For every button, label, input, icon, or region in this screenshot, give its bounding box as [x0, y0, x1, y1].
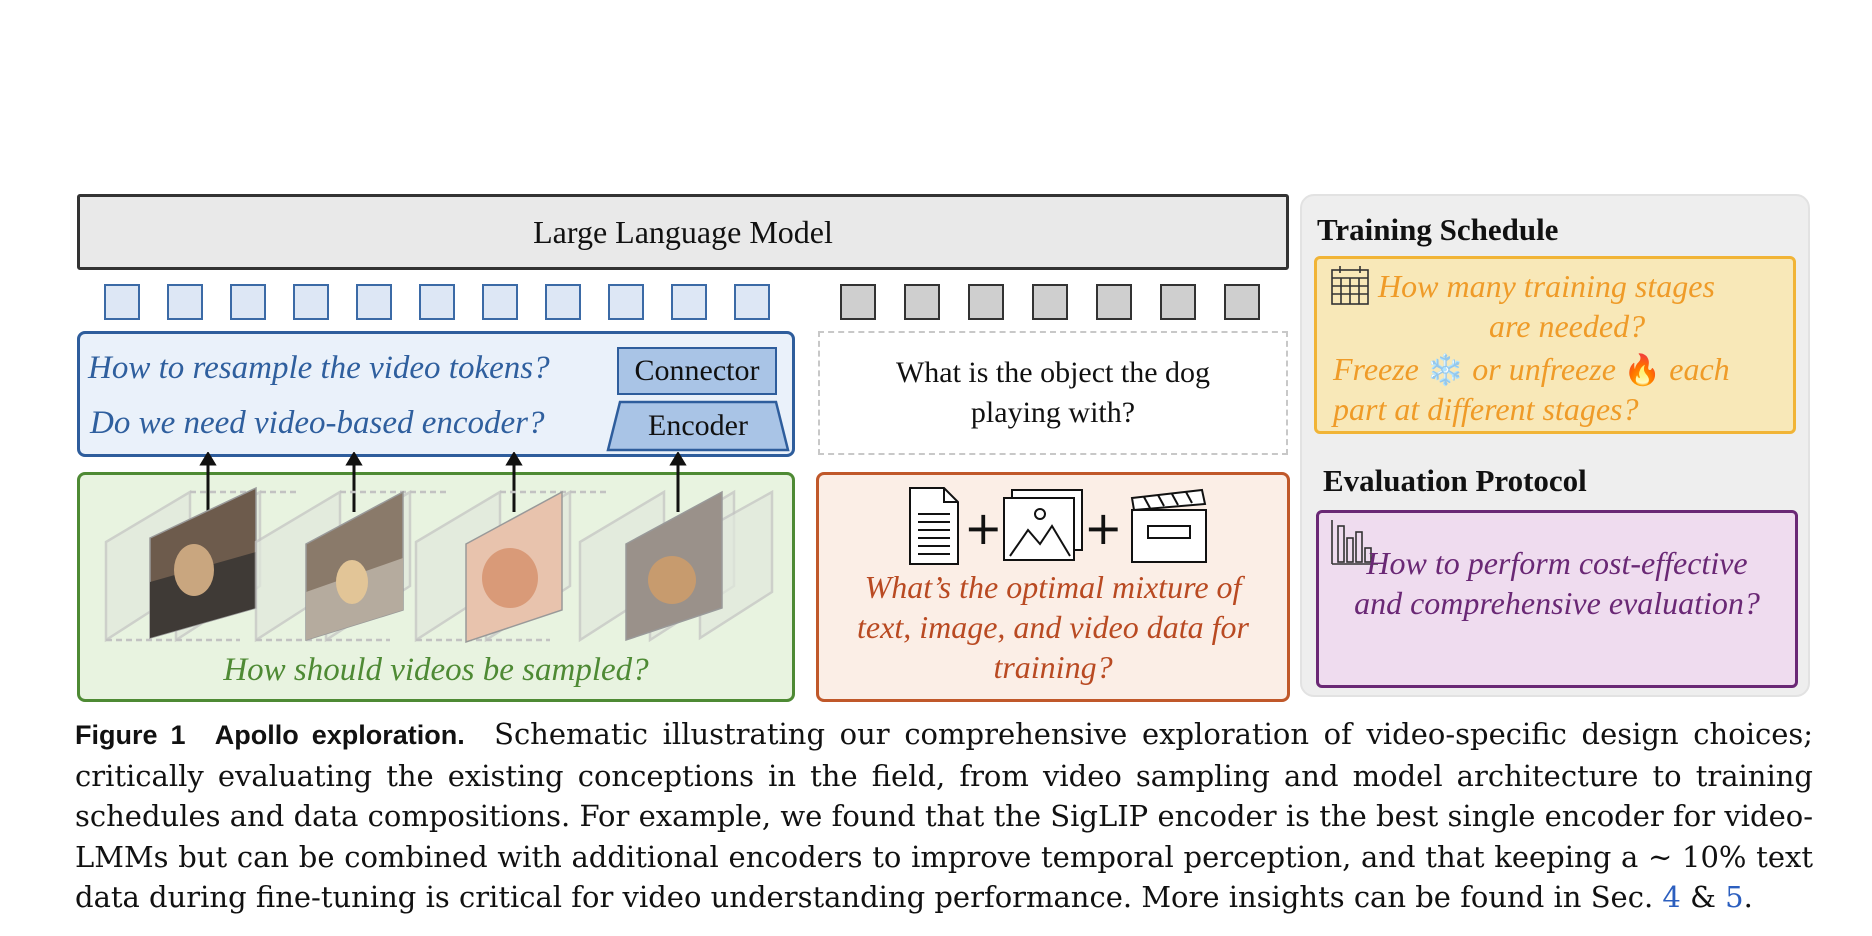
calendar-icon	[1331, 266, 1369, 305]
question-sampling: How should videos be sampled?	[223, 652, 649, 688]
text-token	[968, 284, 1004, 320]
encoder-block: Encoder	[606, 400, 790, 452]
question-resample: How to resample the video tokens?	[88, 350, 550, 386]
llm-label: Large Language Model	[533, 213, 833, 250]
video-token	[545, 284, 581, 320]
text-token	[1160, 284, 1196, 320]
connector-label: Connector	[634, 354, 760, 387]
section-ref-4[interactable]: 4	[1662, 880, 1681, 914]
llm-block: Large Language Model	[77, 194, 1289, 270]
text-token	[840, 284, 876, 320]
freeze-question-cont: part at different stages?	[1333, 391, 1639, 427]
connector-block: Connector	[617, 347, 777, 395]
text-token	[1096, 284, 1132, 320]
video-token	[734, 284, 770, 320]
caption-body: Schematic illustrating our comprehensive…	[75, 717, 1814, 914]
question-mixture: What’s the optimal mixture of text, imag…	[857, 569, 1249, 685]
plus-icon: +	[964, 501, 1003, 555]
video-token	[482, 284, 518, 320]
encoder-label: Encoder	[648, 409, 748, 442]
video-token	[167, 284, 203, 320]
freeze-question: Freeze ❄️ or unfreeze 🔥 each	[1333, 351, 1730, 388]
text-token	[1032, 284, 1068, 320]
text-token	[1224, 284, 1260, 320]
image-icon	[1003, 489, 1083, 561]
clapperboard-icon	[1130, 488, 1207, 563]
figure-caption: Figure 1 Apollo exploration. Schematic i…	[75, 717, 1814, 914]
training-stages-question-cont: are needed?	[1489, 308, 1646, 344]
snowflake-icon: ❄️	[1426, 353, 1465, 388]
video-token	[230, 284, 266, 320]
video-token	[671, 284, 707, 320]
training-schedule-title: Training Schedule	[1317, 212, 1559, 247]
section-ref-5[interactable]: 5	[1725, 880, 1744, 914]
figure-label: Figure 1	[75, 720, 186, 750]
mixture-icons: + +	[909, 487, 1207, 565]
encoder-trapezoid	[606, 400, 790, 452]
text-query-box: What is the object the dog playing with?	[818, 331, 1288, 455]
video-token	[608, 284, 644, 320]
video-token	[356, 284, 392, 320]
text-token	[904, 284, 940, 320]
text-query: What is the object the dog playing with?	[895, 356, 1211, 429]
bar-chart-icon	[1331, 520, 1378, 565]
figure-title: Apollo exploration.	[214, 720, 465, 750]
data-mixture-panel	[816, 472, 1290, 702]
evaluation-protocol-title: Evaluation Protocol	[1323, 463, 1587, 498]
video-token	[419, 284, 455, 320]
document-icon	[909, 487, 959, 565]
plus-icon: +	[1084, 501, 1123, 555]
video-token	[104, 284, 140, 320]
video-frames-illustration	[104, 452, 774, 644]
video-token	[293, 284, 329, 320]
training-stages-question: How many training stages	[1378, 268, 1715, 304]
training-schedule-box	[1314, 256, 1796, 434]
fire-icon: 🔥	[1623, 353, 1662, 388]
evaluation-protocol-box	[1316, 510, 1798, 688]
question-encoder: Do we need video-based encoder?	[90, 405, 545, 441]
evaluation-question: How to perform cost-effective and compre…	[1354, 545, 1760, 621]
